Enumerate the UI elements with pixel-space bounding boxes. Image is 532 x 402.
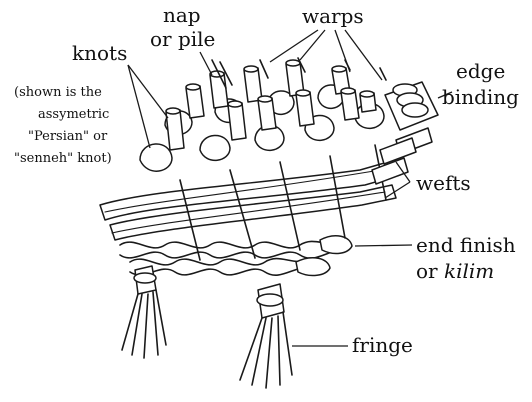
label-fringe: fringe <box>352 333 413 357</box>
label-knots: knots <box>72 41 127 65</box>
kilim-band <box>100 160 400 275</box>
label-warps: warps <box>302 4 364 28</box>
label-edge: edge <box>456 59 505 83</box>
label-wefts: wefts <box>416 171 471 195</box>
label-or-prefix: or <box>416 259 444 283</box>
label-knots-note-2: assymetric <box>38 107 109 122</box>
label-or-pile: or pile <box>150 27 215 51</box>
edge-binding <box>372 82 438 184</box>
label-kilim: kilim <box>444 259 494 283</box>
label-end-finish: end finish <box>416 233 516 257</box>
label-binding: binding <box>442 85 519 109</box>
label-nap: nap <box>163 3 201 27</box>
label-or-kilim: or kilim <box>416 259 494 283</box>
label-knots-note-3: "Persian" or <box>28 129 108 144</box>
label-knots-note-4: "senneh" knot) <box>14 151 112 166</box>
fringe-tassels <box>122 266 292 388</box>
label-knots-note-1: (shown is the <box>14 85 102 100</box>
